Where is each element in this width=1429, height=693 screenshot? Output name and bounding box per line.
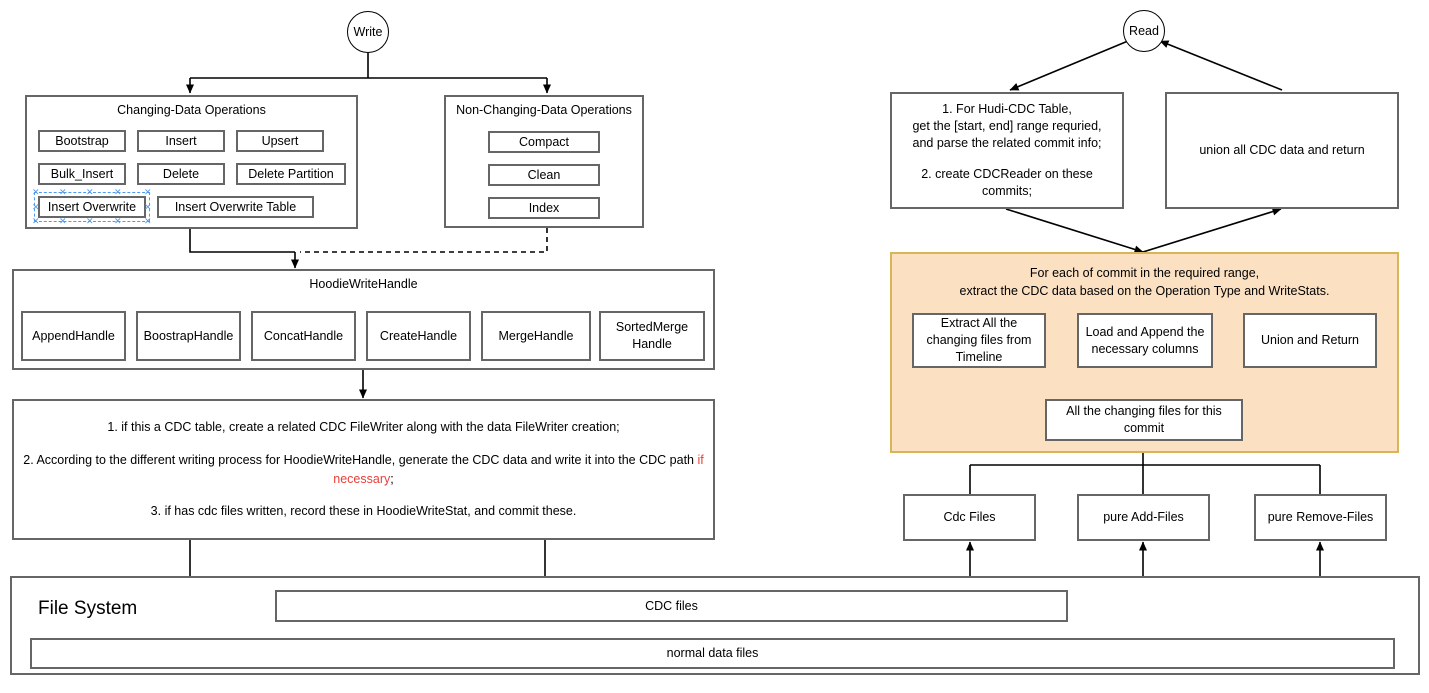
cdc-step-3: 3. if has cdc files written, record thes… xyxy=(150,504,577,519)
op-bootstrap[interactable]: Bootstrap xyxy=(38,130,126,152)
op-bulk-insert[interactable]: Bulk_Insert xyxy=(38,163,126,185)
handle-concat[interactable]: ConcatHandle xyxy=(251,311,356,361)
read-step-1-line-1: 1. For Hudi-CDC Table, xyxy=(942,102,1072,117)
read-step-1-line-5: commits; xyxy=(982,183,1032,198)
cdc-files-region[interactable]: CDC files xyxy=(275,590,1068,622)
cdc-step-2-red: if necessary xyxy=(333,452,704,486)
hoodie-write-handle-group: HoodieWriteHandle xyxy=(12,269,715,370)
non-changing-data-operations-title: Non-Changing-Data Operations xyxy=(456,103,632,117)
read-union-return-box[interactable]: union all CDC data and return xyxy=(1165,92,1399,209)
cdc-step-2-text-b: ; xyxy=(390,471,394,486)
cdc-step-2-text-a: 2. According to the different writing pr… xyxy=(23,452,698,467)
handle-sorted-merge[interactable]: SortedMerge Handle xyxy=(599,311,705,361)
read-start-node[interactable]: Read xyxy=(1123,10,1165,52)
op-delete[interactable]: Delete xyxy=(137,163,225,185)
hoodie-write-handle-title: HoodieWriteHandle xyxy=(309,277,418,291)
op-compact[interactable]: Compact xyxy=(488,131,600,153)
per-commit-title: For each of commit in the required range… xyxy=(892,264,1397,300)
op-upsert[interactable]: Upsert xyxy=(236,130,324,152)
op-clean[interactable]: Clean xyxy=(488,164,600,186)
all-changing-files-box[interactable]: All the changing files for this commit xyxy=(1045,399,1243,441)
op-insert-overwrite-table[interactable]: Insert Overwrite Table xyxy=(157,196,314,218)
read-step-1-line-4: 2. create CDCReader on these xyxy=(921,166,1093,181)
pure-add-files-box[interactable]: pure Add-Files xyxy=(1077,494,1210,541)
handle-bootstrap[interactable]: BoostrapHandle xyxy=(136,311,241,361)
handle-create[interactable]: CreateHandle xyxy=(366,311,471,361)
op-delete-partition[interactable]: Delete Partition xyxy=(236,163,346,185)
read-start-label: Read xyxy=(1129,24,1159,38)
write-start-label: Write xyxy=(353,25,383,39)
per-commit-title-line-2: extract the CDC data based on the Operat… xyxy=(959,284,1330,299)
changing-data-operations-title: Changing-Data Operations xyxy=(117,103,266,117)
normal-data-files-region[interactable]: normal data files xyxy=(30,638,1395,669)
op-index[interactable]: Index xyxy=(488,197,600,219)
per-commit-title-line-1: For each of commit in the required range… xyxy=(1029,266,1260,280)
pure-remove-files-box[interactable]: pure Remove-Files xyxy=(1254,494,1387,541)
read-step-1-line-3: and parse the related commit info; xyxy=(912,136,1102,151)
cdc-files-box[interactable]: Cdc Files xyxy=(903,494,1036,541)
op-insert-overwrite[interactable]: Insert Overwrite xyxy=(38,196,146,218)
write-start-node[interactable]: Write xyxy=(347,11,389,53)
read-step-1-line-2: get the [start, end] range requried, xyxy=(912,119,1102,134)
handle-append[interactable]: AppendHandle xyxy=(21,311,126,361)
load-append-columns-box[interactable]: Load and Append the necessary columns xyxy=(1077,313,1213,368)
cdc-write-steps-box: 1. if this a CDC table, create a related… xyxy=(12,399,715,540)
extract-changing-files-box[interactable]: Extract All the changing files from Time… xyxy=(912,313,1046,368)
file-system-label: File System xyxy=(38,598,138,619)
handle-merge[interactable]: MergeHandle xyxy=(481,311,591,361)
read-step-1-box[interactable]: 1. For Hudi-CDC Table, get the [start, e… xyxy=(890,92,1124,209)
op-insert[interactable]: Insert xyxy=(137,130,225,152)
cdc-step-2: 2. According to the different writing pr… xyxy=(14,451,713,489)
union-and-return-box[interactable]: Union and Return xyxy=(1243,313,1377,368)
cdc-step-1: 1. if this a CDC table, create a related… xyxy=(107,420,620,434)
